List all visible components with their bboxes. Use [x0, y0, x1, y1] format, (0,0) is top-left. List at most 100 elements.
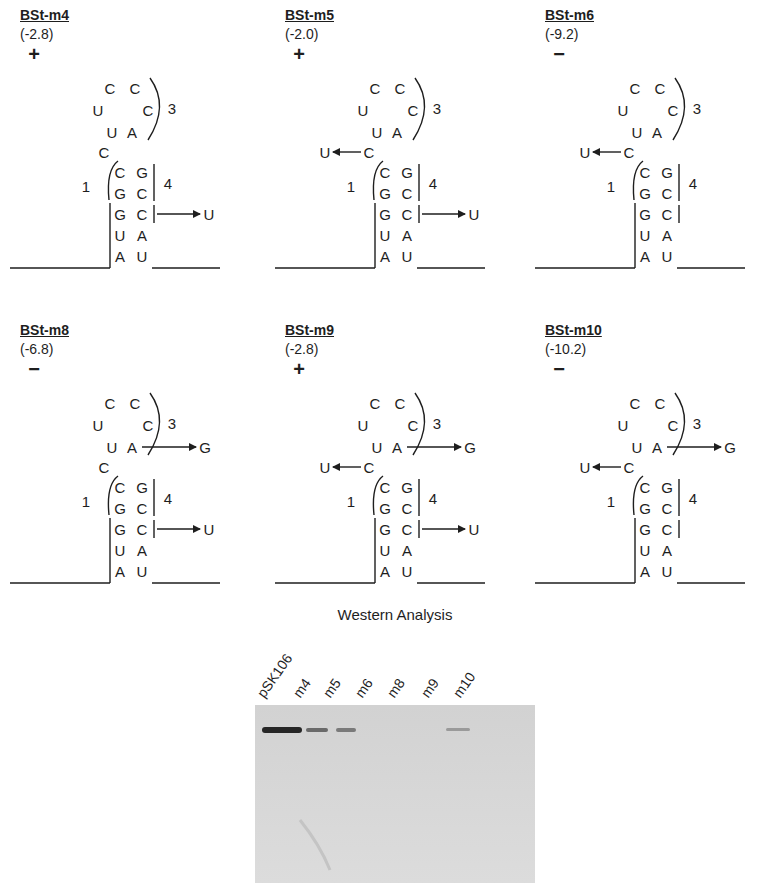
nucleotide: G [639, 501, 651, 516]
domain-number: 1 [607, 494, 615, 509]
stem-bar [109, 518, 110, 583]
domain-bar [678, 164, 679, 201]
stem-bar [418, 520, 419, 538]
nucleotide: C [662, 207, 673, 222]
nucleotide: C [402, 501, 413, 516]
nucleotide: C [395, 81, 406, 96]
nucleotide: G [639, 186, 651, 201]
domain-bar [153, 479, 154, 516]
nucleotide: C [630, 81, 641, 96]
rna-backbone [535, 267, 635, 268]
construct-name: BSt-m10 [545, 323, 602, 337]
stem-bar [634, 518, 635, 583]
nucleotide: C [143, 103, 154, 118]
stem-bar [634, 203, 635, 268]
construct-name: BSt-m8 [20, 323, 69, 337]
nucleotide: U [618, 418, 629, 433]
nucleotide: G [136, 165, 148, 180]
free-energy: (-6.8) [20, 342, 53, 356]
mutation-base: G [199, 440, 211, 455]
nucleotide: C [624, 145, 635, 160]
nucleotide: C [99, 460, 110, 475]
nucleotide: C [662, 186, 673, 201]
rna-backbone [275, 267, 375, 268]
stem-bar [374, 203, 375, 268]
nucleotide: G [114, 522, 126, 537]
nucleotide: U [115, 228, 126, 243]
expression-sign: − [28, 359, 40, 379]
domain-number: 3 [433, 416, 441, 431]
nucleotide: A [662, 228, 672, 243]
rna-backbone [152, 267, 220, 268]
nucleotide: A [380, 249, 390, 264]
free-energy: (-2.0) [285, 27, 318, 41]
mutation-arrow [422, 213, 465, 214]
mutation-base: U [469, 522, 480, 537]
expression-sign: + [293, 359, 305, 379]
stem-bar [418, 205, 419, 223]
free-energy: (-10.2) [545, 342, 586, 356]
nucleotide: C [364, 145, 375, 160]
nucleotide: C [662, 522, 673, 537]
construct-name: BSt-m4 [20, 8, 69, 22]
nucleotide: A [127, 125, 137, 140]
nucleotide: G [114, 207, 126, 222]
mutation-arrow [593, 466, 621, 467]
domain-number: 1 [347, 179, 355, 194]
lane-label: m9 [419, 676, 442, 700]
mutation-base: G [464, 440, 476, 455]
mutation-base: U [204, 522, 215, 537]
nucleotide: U [115, 543, 126, 558]
nucleotide: U [640, 543, 651, 558]
domain-number: 4 [689, 176, 697, 191]
nucleotide: A [127, 440, 137, 455]
rna-backbone [417, 267, 485, 268]
nucleotide: U [632, 125, 643, 140]
mutation-arrow [142, 446, 196, 447]
stem-bar [109, 203, 110, 268]
nucleotide: U [93, 103, 104, 118]
nucleotide: A [652, 125, 662, 140]
nucleotide: C [115, 480, 126, 495]
nucleotide: C [630, 396, 641, 411]
stem-bar [374, 518, 375, 583]
nucleotide: C [640, 480, 651, 495]
mutation-base: U [204, 207, 215, 222]
nucleotide: U [618, 103, 629, 118]
domain-number: 3 [693, 101, 701, 116]
nucleotide: C [137, 522, 148, 537]
nucleotide: G [114, 501, 126, 516]
domain-bar [418, 164, 419, 201]
mutation-arrow [407, 446, 461, 447]
stem-bar [678, 205, 679, 223]
nucleotide: A [115, 249, 125, 264]
nucleotide: C [380, 480, 391, 495]
nucleotide: C [668, 418, 679, 433]
nucleotide: U [402, 564, 413, 579]
lane-label: m8 [385, 676, 408, 700]
nucleotide: U [107, 440, 118, 455]
nucleotide: C [105, 396, 116, 411]
nucleotide: C [624, 460, 635, 475]
nucleotide: C [143, 418, 154, 433]
nucleotide: C [655, 81, 666, 96]
mutation-base: U [580, 145, 591, 160]
rna-backbone [677, 267, 745, 268]
nucleotide: U [380, 543, 391, 558]
expression-sign: + [28, 44, 40, 64]
nucleotide: C [370, 81, 381, 96]
expression-sign: − [553, 359, 565, 379]
nucleotide: U [372, 440, 383, 455]
mutation-arrow [157, 528, 200, 529]
mutation-base: U [320, 145, 331, 160]
domain-number: 3 [433, 101, 441, 116]
nucleotide: C [640, 165, 651, 180]
nucleotide: C [137, 207, 148, 222]
construct-name: BSt-m6 [545, 8, 594, 22]
domain-bar [153, 164, 154, 201]
nucleotide: C [662, 501, 673, 516]
domain-bar [418, 479, 419, 516]
nucleotide: G [379, 522, 391, 537]
nucleotide: C [408, 103, 419, 118]
domain-number: 3 [693, 416, 701, 431]
